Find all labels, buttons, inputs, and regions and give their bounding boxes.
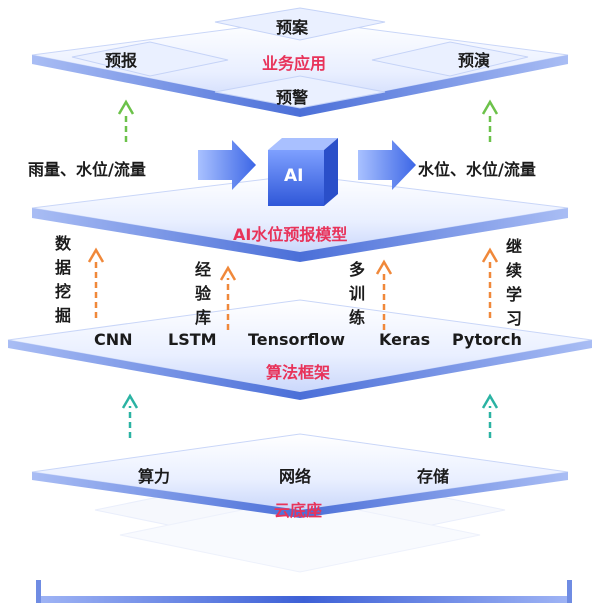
app-item-plan: 预案 <box>276 18 309 37</box>
flow-arrow-output <box>358 140 416 190</box>
app-plate <box>31 7 569 117</box>
orange-up-arrows <box>87 247 499 330</box>
framework-plate <box>7 299 593 400</box>
side-label-data-mining: 数据挖掘 <box>54 234 71 325</box>
framework-item-pytorch: Pytorch <box>452 330 522 349</box>
arrowhead-green-left <box>117 99 135 115</box>
side-label-continual-learning: 继续学习 <box>505 237 522 328</box>
cloud-item-storage: 存储 <box>417 467 450 486</box>
cloud-item-network: 网络 <box>279 467 312 486</box>
cloud-layer-title: 云底座 <box>274 501 323 520</box>
side-label-experience-base: 经验库 <box>194 260 211 327</box>
arrowhead-green-right <box>481 99 499 115</box>
model-layer-title: AI水位预报模型 <box>233 225 348 244</box>
teal-up-arrows <box>121 393 499 438</box>
app-item-rehearsal: 预演 <box>458 51 491 70</box>
green-up-arrows <box>117 99 499 142</box>
cloud-plate <box>31 433 569 518</box>
cloud-item-compute: 算力 <box>138 467 171 486</box>
ai-cube-label: AI <box>284 166 304 186</box>
app-layer-title: 业务应用 <box>262 54 327 73</box>
base-bracket <box>36 580 572 603</box>
ai-cube <box>268 138 338 206</box>
model-output-label: 水位、水位/流量 <box>418 160 536 179</box>
model-plate <box>31 174 569 262</box>
model-input-label: 雨量、水位/流量 <box>28 160 146 179</box>
framework-item-cnn: CNN <box>94 330 133 349</box>
app-item-warning: 预警 <box>276 88 309 107</box>
framework-item-tensorflow: Tensorflow <box>248 330 346 349</box>
app-item-forecast: 预报 <box>105 51 138 70</box>
side-label-multi-training: 多训练 <box>348 260 365 327</box>
framework-item-keras: Keras <box>379 330 431 349</box>
flow-arrow-input <box>198 140 256 190</box>
framework-item-lstm: LSTM <box>168 330 217 349</box>
framework-layer-title: 算法框架 <box>266 363 331 382</box>
